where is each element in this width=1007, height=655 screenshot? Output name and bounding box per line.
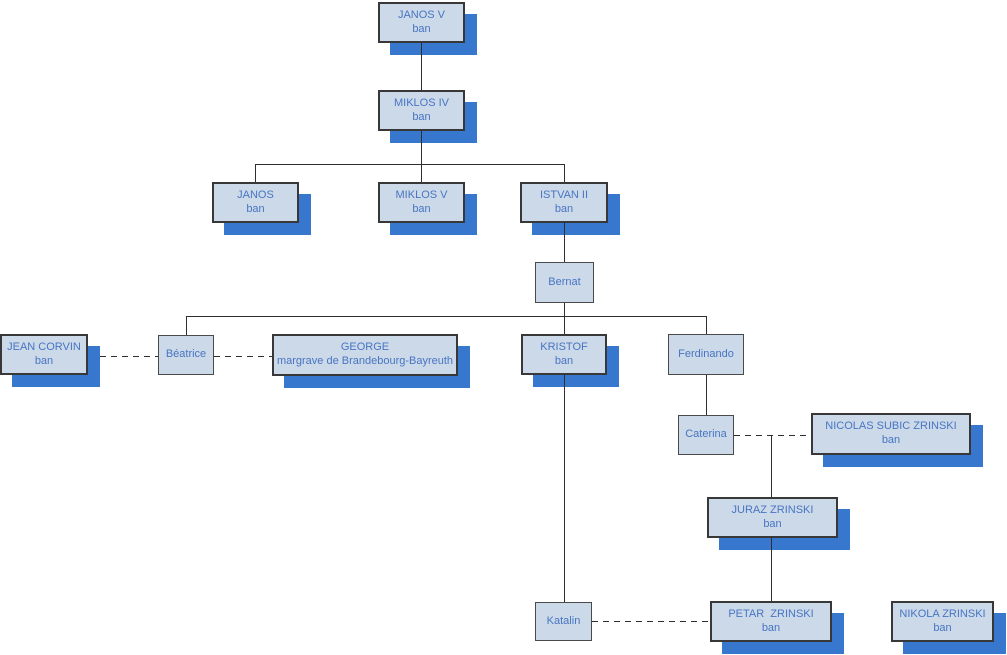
connector-drop-beatrice bbox=[186, 316, 187, 335]
connector-bernat-kristof bbox=[564, 303, 565, 334]
tree-node-katalin[interactable]: Katalin bbox=[535, 602, 592, 641]
marriage-line-jeancorvin-beatrice bbox=[100, 356, 158, 357]
marriage-line-katalin-petar bbox=[592, 621, 710, 622]
node-subtitle: ban bbox=[412, 110, 431, 123]
tree-node-george[interactable]: GEORGE margrave de Brandebourg-Bayreuth bbox=[272, 334, 458, 376]
node-title: Bernat bbox=[548, 275, 581, 288]
tree-node-istvan-ii[interactable]: ISTVAN II ban bbox=[520, 182, 608, 223]
node-subtitle: ban bbox=[881, 434, 901, 446]
connector-juraz-petar bbox=[771, 538, 772, 601]
tree-node-caterina[interactable]: Caterina bbox=[678, 415, 734, 455]
connector-drop-istvanii bbox=[564, 164, 565, 182]
node-subtitle: margrave de Brandebourg-Bayreuth bbox=[276, 355, 454, 367]
tree-node-miklos-v[interactable]: MIKLOS V ban bbox=[378, 182, 465, 223]
node-title: Ferdinando bbox=[678, 347, 734, 360]
node-title: JURAZ ZRINSKI bbox=[731, 503, 814, 516]
node-title: PETAR ZRINSKI bbox=[728, 607, 814, 620]
connector-miklosiv-drop bbox=[421, 131, 422, 164]
node-title: Béatrice bbox=[165, 348, 207, 361]
tree-node-juraz-zrinski[interactable]: JURAZ ZRINSKI ban bbox=[707, 497, 838, 538]
connector-drop-miklosv bbox=[421, 164, 422, 182]
tree-node-janos[interactable]: JANOS ban bbox=[212, 182, 299, 223]
connector-kristof-katalin bbox=[564, 375, 565, 602]
node-title: ISTVAN II bbox=[539, 188, 589, 201]
tree-node-miklos-iv[interactable]: MIKLOS IV ban bbox=[378, 90, 465, 131]
connector-istvanii-bernat bbox=[564, 223, 565, 262]
node-subtitle: ban bbox=[34, 354, 54, 367]
node-title: GEORGE bbox=[340, 341, 390, 354]
node-subtitle: ban bbox=[554, 202, 574, 215]
connector-drop-ferdinando bbox=[706, 316, 707, 334]
connector-siblings-row5 bbox=[186, 316, 707, 317]
connector-ferdinando-caterina bbox=[706, 375, 707, 415]
node-title: JANOS bbox=[237, 188, 274, 201]
node-title: JEAN CORVIN bbox=[7, 340, 81, 353]
tree-node-petar-zrinski[interactable]: PETAR ZRINSKI ban bbox=[710, 601, 832, 642]
connector-marriage-juraz bbox=[771, 435, 772, 497]
node-subtitle: ban bbox=[412, 202, 431, 215]
node-title: MIKLOS IV bbox=[393, 96, 450, 109]
node-title: MIKLOS V bbox=[395, 188, 448, 201]
tree-node-nicolas-subic-zrinski[interactable]: NICOLAS SUBIC ZRINSKI ban bbox=[811, 413, 971, 455]
tree-node-bernat[interactable]: Bernat bbox=[535, 262, 594, 303]
tree-node-janos-v[interactable]: JANOS V ban bbox=[378, 2, 465, 43]
node-title: Caterina bbox=[685, 428, 727, 441]
node-title: NICOLAS SUBIC ZRINSKI bbox=[825, 420, 957, 433]
node-subtitle: ban bbox=[246, 202, 265, 215]
node-subtitle: ban bbox=[763, 517, 782, 530]
node-title: Katalin bbox=[546, 614, 581, 627]
node-subtitle: ban bbox=[933, 621, 952, 634]
node-subtitle: ban bbox=[554, 354, 574, 367]
connector-janosv-miklosiv bbox=[421, 43, 422, 90]
tree-node-ferdinando[interactable]: Ferdinando bbox=[668, 334, 744, 375]
node-title: KRISTOF bbox=[540, 340, 588, 353]
tree-node-nikola-zrinski[interactable]: NIKOLA ZRINSKI ban bbox=[891, 601, 994, 642]
tree-node-jean-corvin[interactable]: JEAN CORVIN ban bbox=[0, 334, 88, 375]
node-title: JANOS V bbox=[397, 8, 446, 21]
tree-node-beatrice[interactable]: Béatrice bbox=[158, 335, 214, 375]
marriage-line-caterina-nicolas bbox=[734, 435, 811, 436]
node-title: NIKOLA ZRINSKI bbox=[899, 607, 986, 620]
connector-siblings-row3 bbox=[255, 164, 565, 165]
node-subtitle: ban bbox=[412, 22, 431, 35]
node-subtitle: ban bbox=[761, 621, 781, 634]
marriage-line-beatrice-george bbox=[214, 356, 272, 357]
connector-drop-janos bbox=[255, 164, 256, 182]
tree-node-kristof[interactable]: KRISTOF ban bbox=[521, 334, 607, 375]
